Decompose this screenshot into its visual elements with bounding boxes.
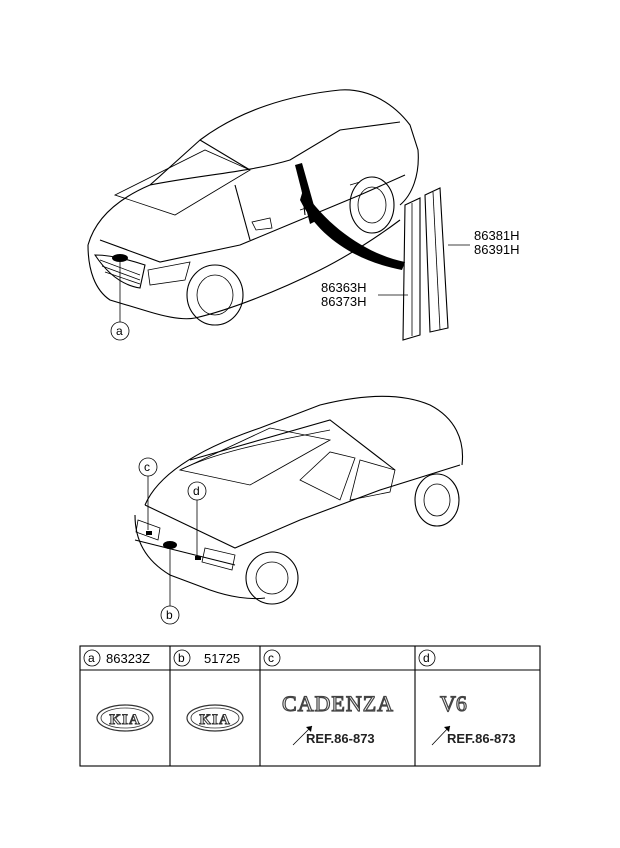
kia-emblem-icon: [186, 704, 244, 732]
callout-b-circle: [160, 605, 180, 625]
kia-emblem-text-a: KIA: [109, 712, 140, 728]
ref-86-873-d: REF.86-873: [447, 731, 516, 746]
kia-emblem-text-b: KIA: [199, 712, 230, 728]
table-part-51725: 51725: [204, 651, 240, 666]
callout-d: d: [193, 484, 200, 498]
part-number-86391H: 86391H: [474, 242, 520, 257]
callout-b: b: [166, 608, 173, 622]
callout-a: a: [116, 324, 123, 338]
callout-d-circle: [187, 481, 207, 501]
part-number-86373H: 86373H: [321, 294, 367, 309]
part-number-86363H: 86363H: [321, 280, 367, 295]
legend-table: a 86323Z b 51725 c d KIA KIA CADENZA REF…: [79, 645, 541, 767]
v6-lettering: V6: [440, 691, 467, 716]
table-part-86323Z: 86323Z: [106, 651, 150, 666]
cadenza-lettering: CADENZA: [282, 691, 394, 716]
table-letter-b: b: [178, 651, 185, 665]
table-letter-d: d: [423, 651, 430, 665]
rear-car-illustration: [134, 395, 464, 605]
ref-86-873-c: REF.86-873: [306, 731, 375, 746]
pillar-trim-pieces: [378, 187, 470, 341]
part-number-86381H: 86381H: [474, 228, 520, 243]
table-letter-a: a: [88, 651, 95, 665]
callout-a-circle: [110, 321, 130, 341]
kia-emblem-icon: [96, 704, 154, 732]
callout-c-circle: [138, 457, 158, 477]
table-letter-c: c: [268, 651, 274, 665]
front-car-illustration: [87, 89, 419, 326]
callout-c: c: [144, 460, 150, 474]
